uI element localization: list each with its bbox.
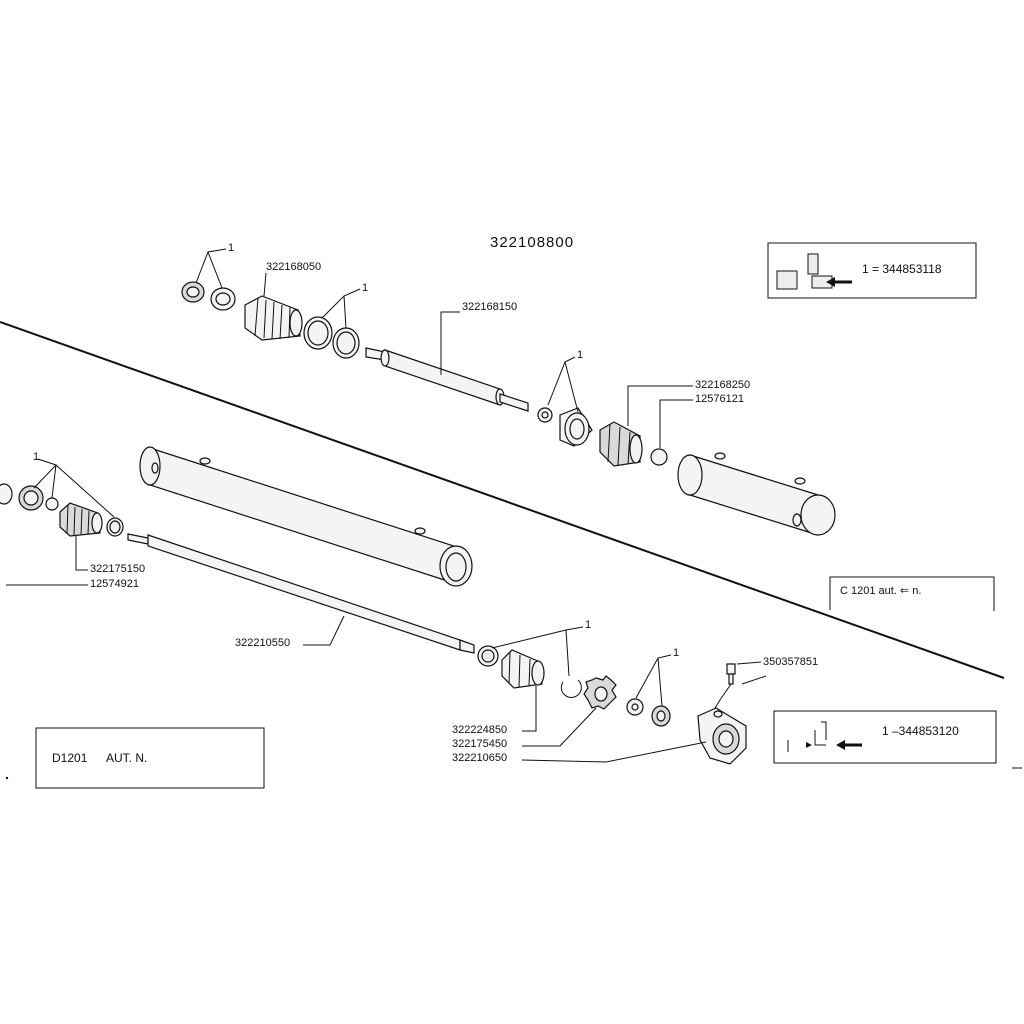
bottom-kit-label-right: 1 xyxy=(673,647,679,659)
top-piston xyxy=(599,421,643,467)
bottom-grease-nipple xyxy=(714,663,767,709)
bottom-rod-label: 322210550 xyxy=(235,637,290,649)
top-barrel xyxy=(677,452,836,536)
grease-nipple-label: 350357851 xyxy=(763,656,818,668)
bottom-spacer-label: 322175450 xyxy=(452,738,507,750)
box-bottom-right-text: 1 –344853120 xyxy=(882,724,959,738)
top-ring-small-2 xyxy=(210,287,236,311)
top-kit-label-1: 1 xyxy=(228,242,234,254)
box-mid-right-text: C 1201 aut. ⇐ n. xyxy=(840,585,921,597)
top-small-seal xyxy=(537,407,553,423)
bottom-ring-1 xyxy=(18,485,44,511)
bottom-snap-ring xyxy=(560,679,582,698)
top-piston-label: 322168250 xyxy=(695,379,750,391)
assembly-number: 322108800 xyxy=(490,234,574,251)
top-kit-label-3: 1 xyxy=(577,349,583,361)
box-bottom-left-text: AUT. N. xyxy=(106,751,147,765)
bottom-kit-label-left: 1 xyxy=(33,451,39,463)
bottom-nut-2 xyxy=(651,705,671,727)
info-box-bottom-right: 1 –344853120 xyxy=(773,710,997,764)
bottom-piston-label: 322224850 xyxy=(452,724,507,736)
top-nut-label: 12576121 xyxy=(695,393,744,405)
bottom-rod-eye xyxy=(697,707,747,765)
top-oring-1 xyxy=(303,316,333,350)
bottom-piston xyxy=(501,649,545,689)
top-gland xyxy=(244,295,303,341)
info-box-top-right: 1 = 344853118 xyxy=(767,242,977,299)
bottom-ring-2 xyxy=(45,497,59,511)
top-oring-2 xyxy=(332,327,360,359)
bottom-oring-small xyxy=(106,517,124,537)
top-bushing xyxy=(559,407,593,447)
bottom-nut-label: 12574921 xyxy=(90,578,139,590)
top-kit-label-2: 1 xyxy=(362,282,368,294)
box-top-right-text: 1 = 344853118 xyxy=(862,262,942,276)
top-rod-label: 322168150 xyxy=(462,301,517,313)
bottom-ring-partial xyxy=(0,483,13,505)
top-rod xyxy=(365,347,529,412)
box-bottom-left-code: D1201 xyxy=(52,751,88,765)
bottom-spacer xyxy=(583,675,617,710)
top-ring-small xyxy=(181,281,205,303)
stray-dot xyxy=(5,776,9,780)
bottom-rod xyxy=(127,533,475,654)
info-box-mid-right: C 1201 aut. ⇐ n. xyxy=(829,576,995,611)
bottom-eye-label: 322210650 xyxy=(452,752,507,764)
top-nut xyxy=(650,448,668,466)
top-gland-label: 322168050 xyxy=(266,261,321,273)
bottom-kit-label-mid: 1 xyxy=(585,619,591,631)
bottom-gland xyxy=(59,502,103,537)
bottom-oring xyxy=(477,645,499,667)
bottom-barrel xyxy=(139,446,473,587)
bottom-gland-label: 322175150 xyxy=(90,563,145,575)
bottom-nut-1 xyxy=(626,698,644,716)
info-box-bottom-left: D1201 AUT. N. xyxy=(35,727,265,789)
divider-line xyxy=(0,321,1005,679)
